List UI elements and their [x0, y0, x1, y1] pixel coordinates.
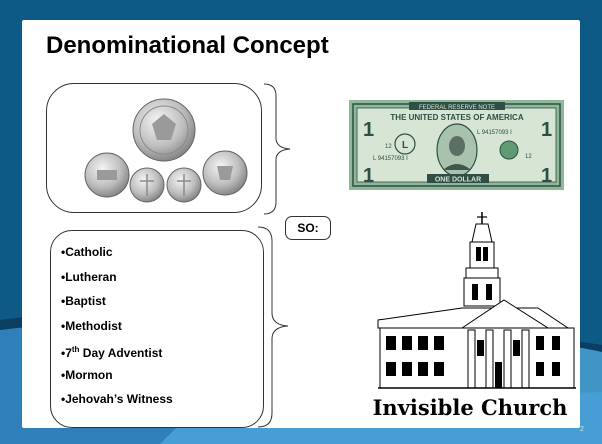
dollar-denomination-bottom-right: 1 — [541, 165, 552, 187]
church-caption: Invisible Church — [372, 395, 568, 420]
dollar-series-right: 12 — [525, 154, 532, 160]
dollar-serial-top: L 94157093 I — [477, 130, 512, 136]
dollar-series-left: 12 — [385, 144, 392, 150]
dollar-denomination-left: 1 — [363, 119, 374, 141]
top-brace — [263, 83, 291, 215]
list-item: •Lutheran — [61, 269, 117, 284]
dollar-denomination-bottom-left: 1 — [363, 165, 374, 187]
dollar-bill-image: FEDERAL RESERVE NOTE THE UNITED STATES O… — [349, 100, 564, 190]
denominations-box: •Catholic •Lutheran •Baptist •Methodist … — [50, 230, 264, 428]
dollar-letter: L — [402, 140, 408, 151]
dollar-top-banner: FEDERAL RESERVE NOTE — [419, 105, 495, 111]
dollar-header: THE UNITED STATES OF AMERICA — [390, 113, 523, 122]
list-item: •Mormon — [61, 367, 113, 382]
slide-title: Denominational Concept — [46, 32, 329, 59]
list-item: •7th Day Adventist — [61, 345, 163, 360]
coins-image — [84, 98, 248, 203]
bottom-brace — [257, 226, 289, 428]
denominations-list: •Catholic •Lutheran •Baptist •Methodist … — [61, 245, 173, 417]
list-item: •Methodist — [61, 318, 122, 333]
list-item: •Catholic — [61, 245, 113, 259]
slide-content: Denominational Concept — [22, 20, 580, 428]
list-item: •Baptist — [61, 294, 106, 308]
dollar-serial-bottom: L 94157093 I — [373, 156, 408, 162]
church-image — [377, 212, 576, 389]
dollar-denomination-right: 1 — [541, 119, 552, 141]
list-item: •Jehovah’s Witness — [61, 392, 173, 406]
dollar-bottom-banner: ONE DOLLAR — [435, 177, 481, 184]
so-label: SO: — [285, 216, 331, 240]
page-number: 2 — [580, 426, 584, 433]
coins-box — [46, 83, 262, 213]
